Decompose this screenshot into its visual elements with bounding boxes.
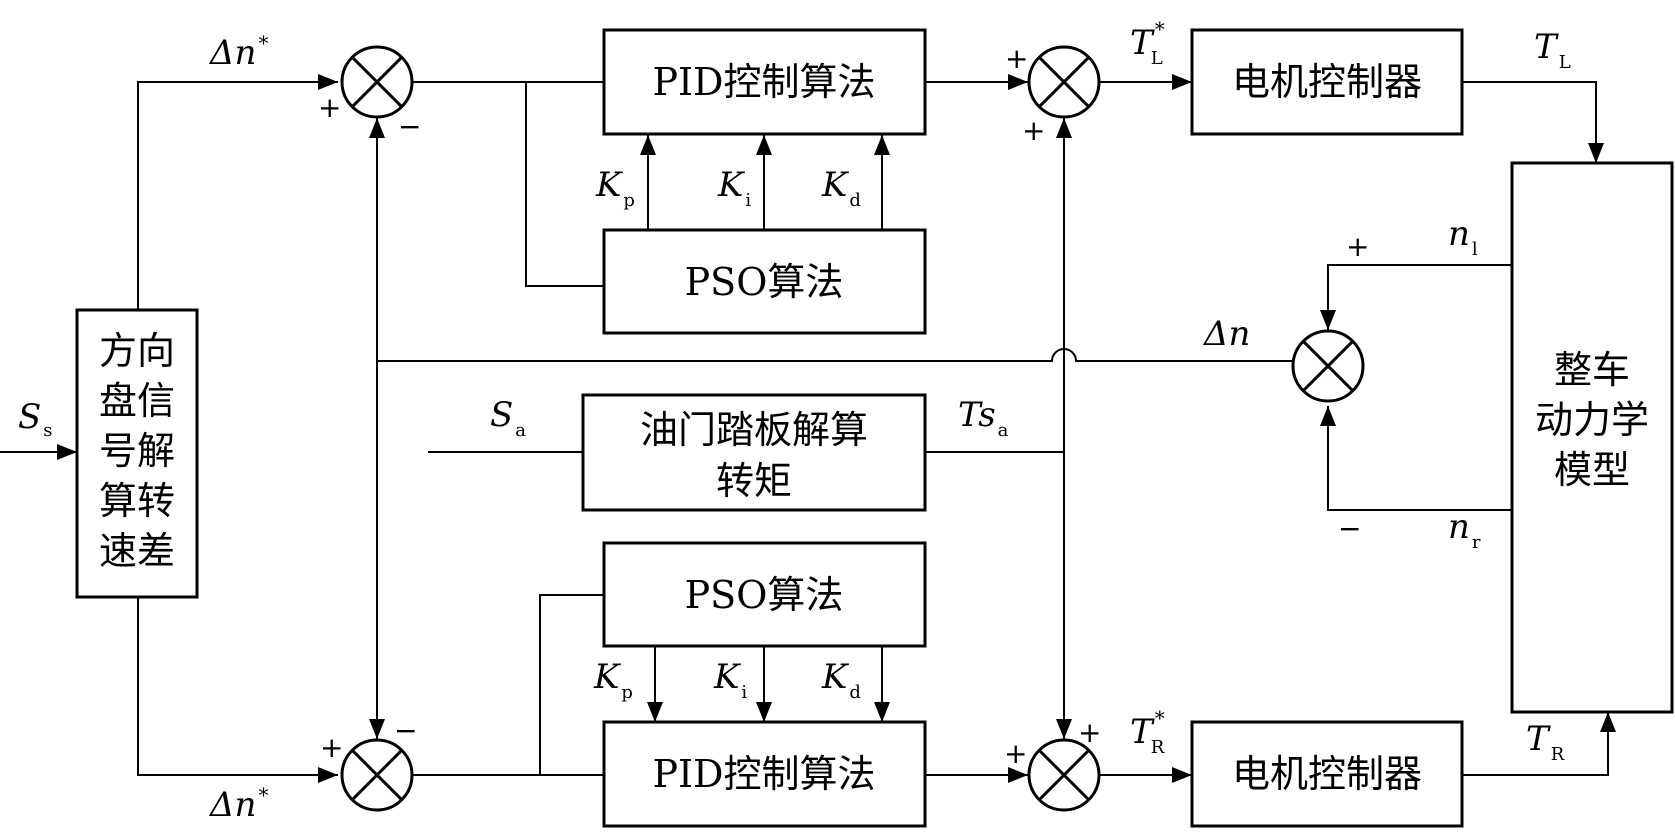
sj3-bottom-sign: − <box>1338 512 1361 545</box>
block-pso-bottom: PSO算法 <box>602 541 927 648</box>
sj2-left-sign: + <box>1005 42 1028 75</box>
steering-line-3: 号解 <box>99 429 175 473</box>
steering-line-5: 速差 <box>99 529 175 573</box>
block-pid-bottom: PID控制算法 <box>602 720 927 828</box>
label-dn-star-bottom: Δn* <box>208 783 268 825</box>
block-motor-left: 电机控制器 <box>1190 28 1464 136</box>
pid-bottom-label: PID控制算法 <box>652 752 875 796</box>
wire-dn-star-bottom <box>137 597 338 783</box>
block-throttle-torque: 油门踏板解算 转矩 <box>581 393 927 512</box>
wire-error-to-pso-bottom <box>539 594 604 775</box>
block-pso-top: PSO算法 <box>602 228 927 335</box>
block-steering-signal: 方向 盘信 号解 算转 速差 <box>75 308 199 599</box>
vehicle-line-1: 整车 <box>1554 348 1630 392</box>
block-motor-right: 电机控制器 <box>1190 720 1464 828</box>
motor-right-label: 电机控制器 <box>1232 752 1422 796</box>
block-vehicle-dynamics: 整车 动力学 模型 <box>1510 161 1674 714</box>
summing-junction-5 <box>1027 738 1101 812</box>
wire-error-to-pso-top <box>525 82 604 287</box>
vehicle-line-2: 动力学 <box>1535 398 1649 442</box>
sj4-left-sign: + <box>320 731 343 764</box>
pso-top-label: PSO算法 <box>685 260 844 304</box>
summing-junction-1 <box>340 45 414 119</box>
label-dn-star-top: Δn* <box>208 31 268 73</box>
sj2-bottom-sign: + <box>1022 114 1045 147</box>
block-pid-top: PID控制算法 <box>602 28 927 136</box>
wire-nr <box>1320 406 1512 511</box>
wires <box>0 74 1616 783</box>
throttle-line-2: 转矩 <box>716 459 792 503</box>
wire-tl <box>1462 81 1604 163</box>
steering-line-2: 盘信 <box>99 379 175 423</box>
wire-dn-feedback <box>377 348 1292 362</box>
summing-junction-2 <box>1027 45 1101 119</box>
summing-junction-4 <box>340 738 414 812</box>
wire-dn-star-top <box>137 74 338 310</box>
motor-left-label: 电机控制器 <box>1232 60 1422 104</box>
sj5-top-sign: + <box>1078 716 1101 749</box>
sj1-bottom-sign: − <box>398 110 421 143</box>
pid-top-label: PID控制算法 <box>652 60 875 104</box>
wire-tr <box>1462 712 1616 776</box>
steering-line-4: 算转 <box>99 479 175 523</box>
label-tr-star: T*R <box>1130 706 1165 758</box>
sj4-top-sign: − <box>394 714 417 747</box>
summing-junction-3 <box>1291 329 1365 403</box>
label-tl-star: T*L <box>1130 17 1165 69</box>
steering-line-1: 方向 <box>99 329 175 373</box>
wire-nl <box>1320 264 1512 330</box>
sj3-top-sign: + <box>1346 230 1369 263</box>
sj1-left-sign: + <box>318 91 341 124</box>
vehicle-line-3: 模型 <box>1554 448 1630 492</box>
pso-bottom-label: PSO算法 <box>685 573 844 617</box>
sj5-left-sign: + <box>1004 737 1027 770</box>
junction-signs: + − + + + − + − + + <box>318 42 1369 770</box>
throttle-line-1: 油门踏板解算 <box>640 408 868 452</box>
label-dn: Δn <box>1202 314 1250 354</box>
